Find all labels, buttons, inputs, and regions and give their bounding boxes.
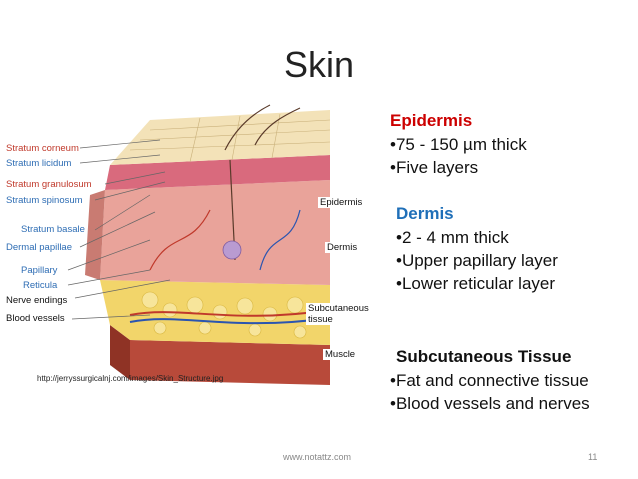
label-stratum-corneum: Stratum corneum: [5, 143, 80, 154]
label-reticula: Reticula: [22, 280, 59, 291]
dermis-bullet: •Upper papillary layer: [396, 251, 558, 270]
epidermis-section: Epidermis •75 - 150 µm thick •Five layer…: [390, 111, 527, 179]
slide-title: Skin: [283, 44, 355, 85]
page-number: 11: [588, 452, 598, 462]
label-stratum-granulosum: Stratum granulosum: [5, 179, 93, 190]
image-credit: http://jerryssurgicalnj.com/images/Skin_…: [37, 374, 224, 383]
label-stratum-basale: Stratum basale: [20, 224, 86, 235]
stratum-corneum: [110, 110, 330, 165]
dermis-bullet: •2 - 4 mm thick: [396, 228, 509, 247]
subcutaneous-bullet: •Blood vessels and nerves: [390, 394, 590, 413]
dermis-layer: [100, 180, 330, 285]
label-stratum-licidum: Stratum licidum: [5, 158, 73, 169]
dermis-bullet: •Lower reticular layer: [396, 274, 556, 293]
label-stratum-spinosum: Stratum spinosum: [5, 195, 84, 206]
dermis-side: [85, 190, 105, 280]
skin-diagram: [67, 104, 331, 385]
gland: [222, 240, 242, 260]
label-blood-vessels: Blood vessels: [5, 313, 66, 324]
label-nerve-endings: Nerve endings: [5, 295, 69, 306]
epidermis-heading: Epidermis: [390, 111, 473, 130]
subcutaneous-section: Subcutaneous Tissue •Fat and connective …: [390, 347, 590, 415]
label-subcutaneous-right: Subcutaneous tissue: [306, 303, 382, 325]
footer-url: www.notattz.com: [283, 452, 352, 462]
epidermis-bullet: •Five layers: [390, 158, 479, 177]
muscle-side: [110, 325, 130, 380]
dermis-heading: Dermis: [396, 204, 454, 223]
dermis-section: Dermis •2 - 4 mm thick •Upper papillary …: [396, 204, 558, 295]
label-dermal-papillae: Dermal papillae: [5, 242, 74, 253]
label-dermis-right: Dermis: [325, 242, 360, 253]
label-papillary: Papillary: [20, 265, 59, 276]
subcutaneous-bullet: •Fat and connective tissue: [390, 371, 589, 390]
muscle-layer: [130, 340, 330, 385]
epidermis-layer: [105, 155, 330, 190]
label-muscle-right: Muscle: [323, 349, 358, 360]
label-epidermis-right: Epidermis: [318, 197, 365, 208]
subcutaneous-heading: Subcutaneous Tissue: [396, 347, 572, 366]
epidermis-bullet: •75 - 150 µm thick: [390, 135, 527, 154]
